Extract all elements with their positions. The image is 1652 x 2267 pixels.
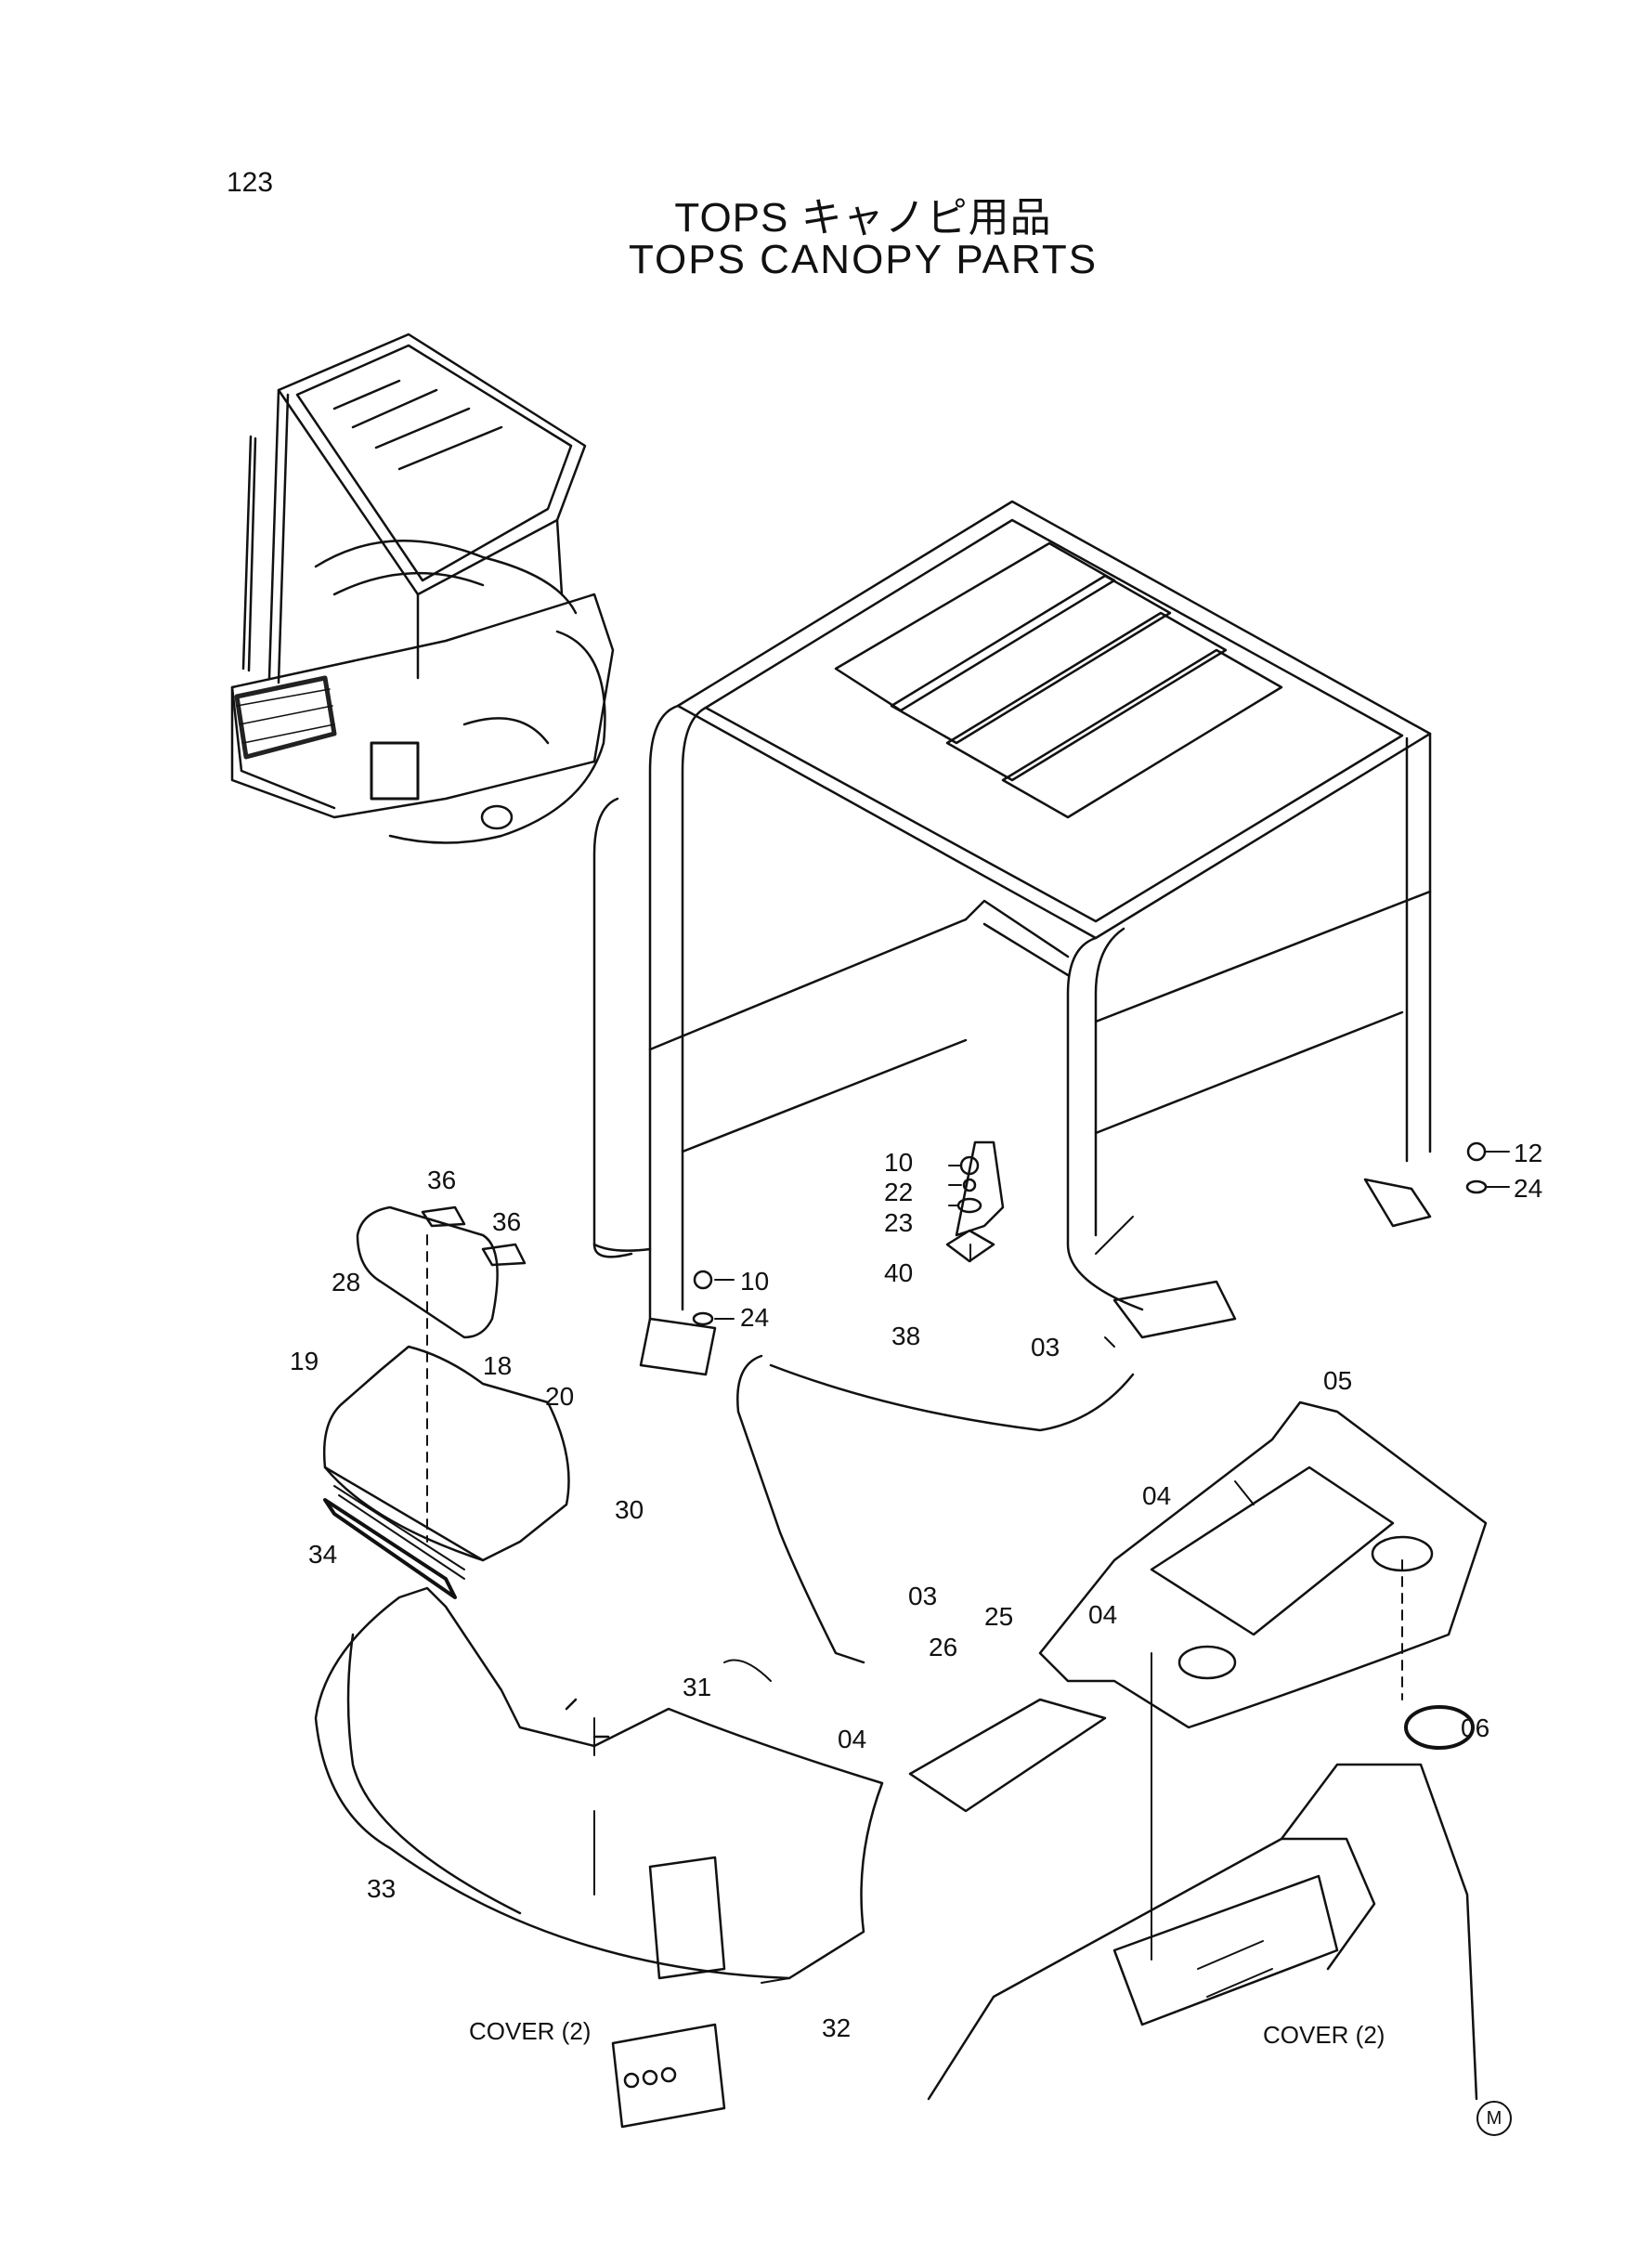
callout-10: 10 — [884, 1148, 914, 1177]
mount-hardware — [692, 1141, 1488, 1326]
callout-28: 28 — [332, 1268, 361, 1296]
callout-24: 24 — [1514, 1174, 1543, 1203]
callout-19: 19 — [290, 1347, 319, 1375]
leader-lines — [426, 1151, 1510, 1984]
callout-06: 06 — [1461, 1713, 1490, 1742]
seat-cover-parts — [323, 1205, 570, 1599]
callout-03: 03 — [908, 1582, 938, 1610]
callout-33: 33 — [367, 1874, 397, 1903]
counterweight-31 — [314, 1586, 884, 2129]
callout-04: 04 — [838, 1725, 867, 1753]
callout-38: 38 — [891, 1322, 921, 1350]
callout-05: 05 — [1323, 1366, 1353, 1395]
callout-25: 25 — [984, 1602, 1014, 1631]
callout-04: 04 — [1142, 1481, 1172, 1510]
overview-machine — [230, 332, 615, 844]
callout-23: 23 — [884, 1208, 914, 1237]
callout-36: 36 — [492, 1207, 522, 1236]
callout-20: 20 — [545, 1382, 575, 1411]
callout-10: 10 — [740, 1267, 770, 1296]
corner-mark: M — [1476, 2101, 1512, 2136]
callout-12: 12 — [1514, 1139, 1543, 1167]
callout-31: 31 — [683, 1673, 712, 1701]
callout-32: 32 — [822, 2013, 852, 2042]
page-number: 123 — [227, 167, 274, 198]
callout-26: 26 — [929, 1633, 958, 1661]
callout-40: 40 — [884, 1258, 914, 1287]
callout-03: 03 — [1031, 1333, 1060, 1362]
callout-22: 22 — [884, 1178, 914, 1206]
callout-36: 36 — [427, 1166, 457, 1194]
callout-18: 18 — [483, 1351, 513, 1380]
callout-04: 04 — [1088, 1600, 1118, 1629]
callout-24: 24 — [740, 1303, 770, 1332]
callout-34: 34 — [308, 1540, 338, 1569]
canopy-frame — [592, 500, 1432, 1376]
callout-30: 30 — [615, 1495, 644, 1524]
handrail-38 — [736, 1354, 1135, 1664]
cover-label-right: COVER (2) — [1263, 2021, 1385, 2049]
title-english: TOPS CANOPY PARTS — [628, 237, 1099, 282]
frame-05 — [908, 1401, 1488, 2101]
title-japanese: TOPS キャノピ用品 — [674, 195, 1052, 241]
cover-label-left: COVER (2) — [469, 2017, 592, 2045]
